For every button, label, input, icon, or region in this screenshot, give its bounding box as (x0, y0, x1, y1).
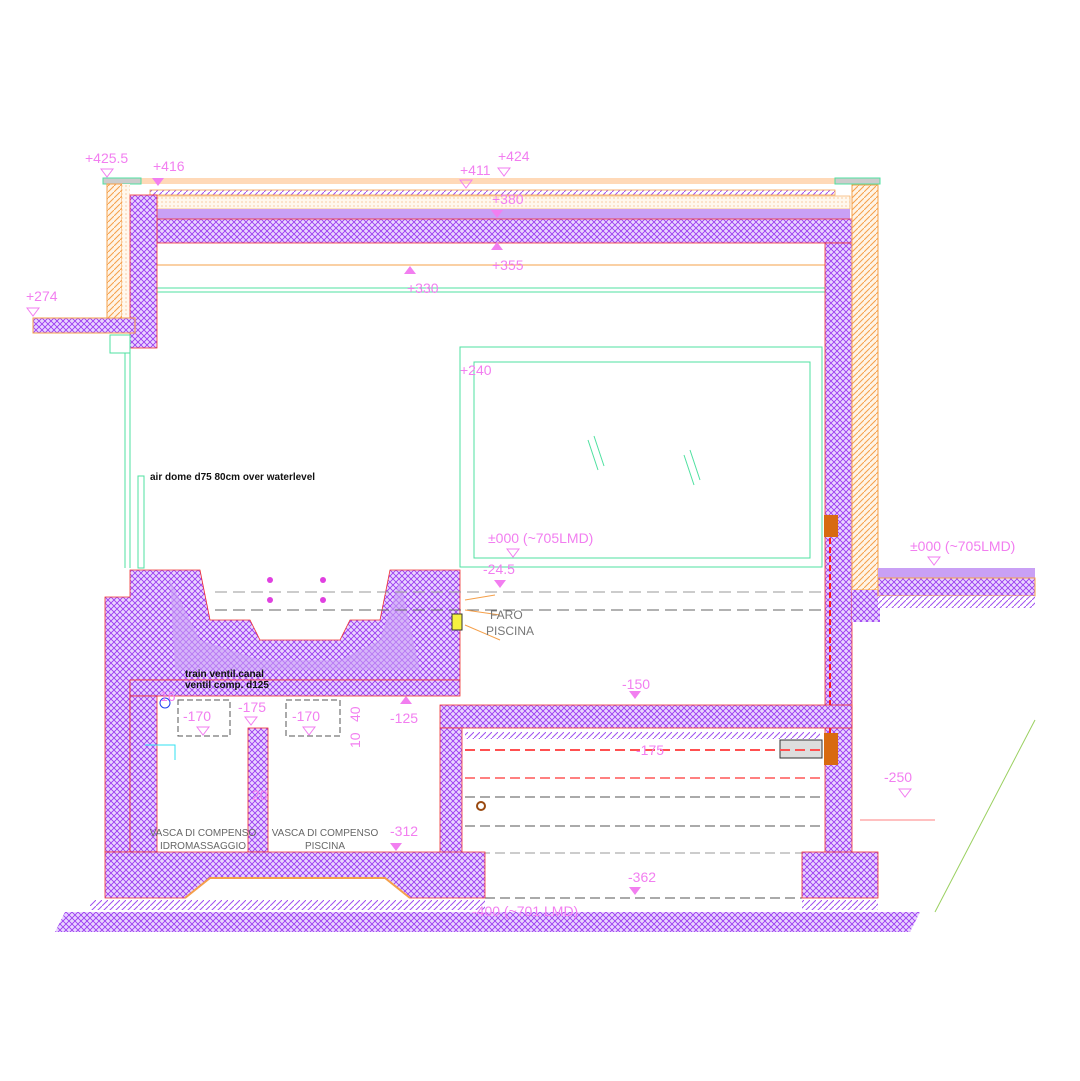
faro-label-2: PISCINA (486, 624, 534, 638)
vasca-idro-label-1: VASCA DI COMPENSO (150, 828, 257, 839)
level-minus-24-5: -24.5 (483, 561, 515, 577)
level-minus-400: -400 (~701 LMD) (472, 903, 578, 919)
level-minus-175: -175 (238, 699, 266, 715)
level-416: +416 (153, 158, 185, 174)
level-424: +424 (498, 148, 530, 164)
level-minus-125: -125 (390, 710, 418, 726)
level-411: +411 (460, 162, 491, 178)
train-note-1: train ventil.canal (185, 669, 264, 680)
level-minus-362: -362 (628, 869, 656, 885)
right-wall (779, 184, 880, 854)
technical-room (439, 704, 853, 899)
level-425-5: +425.5 (85, 150, 128, 166)
level-minus-170-a: -170 (183, 708, 211, 724)
level-zero-inside: ±000 (~705LMD) (488, 530, 593, 546)
faro-label-1: FARO (490, 608, 523, 622)
level-330: +330 (407, 280, 439, 296)
level-minus-170-b: -170 (292, 708, 320, 724)
dim-20: 20 (252, 787, 268, 803)
vasca-piscina-label-2: PISCINA (305, 841, 345, 852)
vasca-piscina-label-1: VASCA DI COMPENSO (272, 828, 379, 839)
left-wall (32, 183, 158, 569)
vasca-idro-label-2: IDROMASSAGGIO (160, 841, 246, 852)
dim-10: 10 (347, 732, 363, 748)
pool (104, 569, 825, 853)
dim-16: 16 (160, 688, 176, 704)
level-minus-150: -150 (622, 676, 650, 692)
level-240: +240 (460, 362, 492, 378)
level-zero-outside: ±000 (~705LMD) (910, 538, 1015, 554)
level-274: +274 (26, 288, 58, 304)
air-dome-note: air dome d75 80cm over waterlevel (150, 472, 315, 483)
level-minus-312: -312 (390, 823, 418, 839)
window (459, 346, 823, 568)
level-355: +355 (492, 257, 524, 273)
level-minus-175-room: -175 (636, 742, 664, 758)
level-markers (26, 167, 941, 895)
foundation (55, 568, 1036, 932)
dim-40: 40 (347, 706, 363, 722)
level-minus-250: -250 (884, 769, 912, 785)
level-380: +380 (492, 191, 524, 207)
train-note-2: ventil comp. d125 (185, 680, 269, 691)
